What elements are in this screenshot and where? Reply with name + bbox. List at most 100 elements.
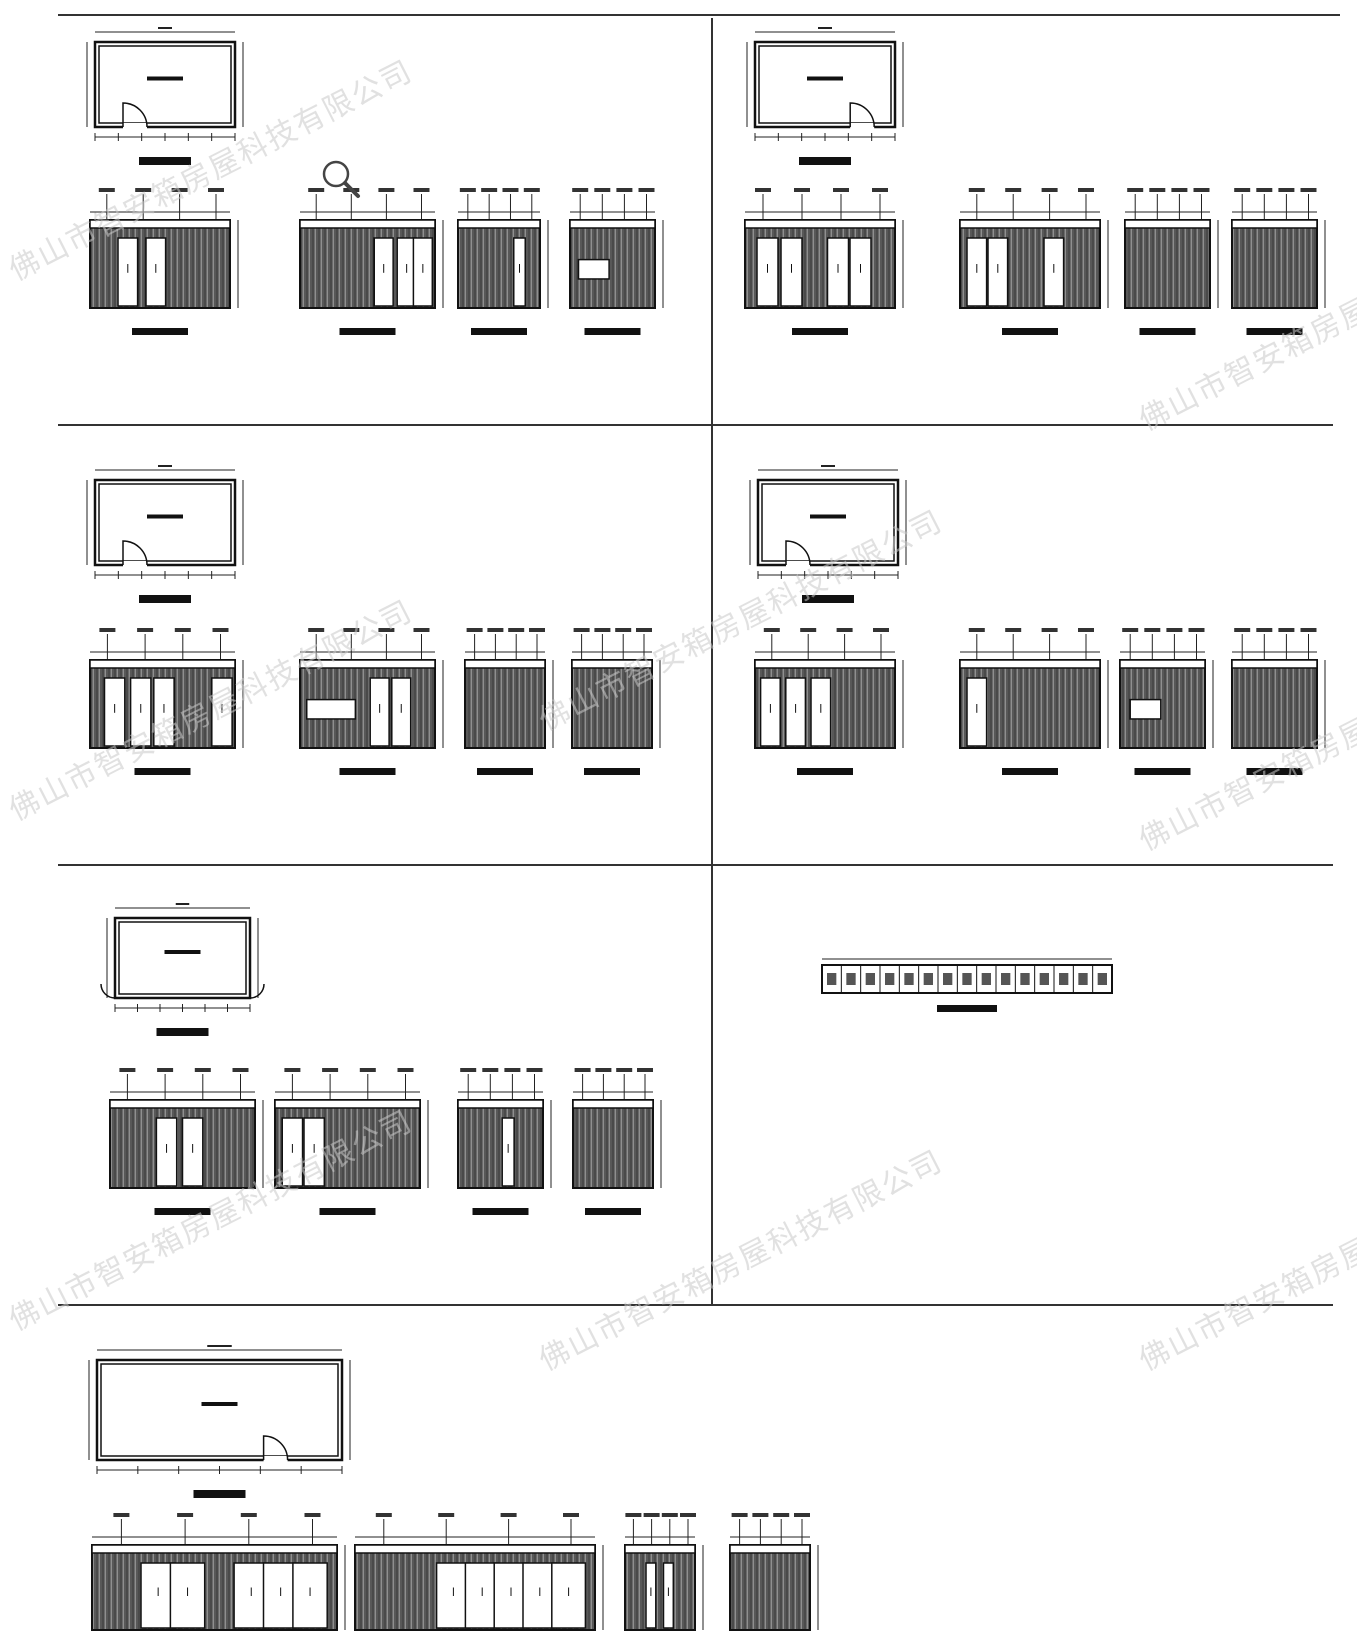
drawing-title-bar bbox=[1246, 328, 1303, 335]
roof-trim bbox=[457, 219, 541, 229]
door-swing bbox=[249, 983, 265, 999]
floor-plan bbox=[746, 27, 904, 165]
drawing-title-bar bbox=[339, 328, 396, 335]
drawing-title-bar bbox=[797, 768, 853, 775]
roof-trim bbox=[959, 659, 1101, 669]
drawing-title-bar bbox=[937, 1005, 997, 1012]
drawing-title-bar bbox=[472, 1208, 529, 1215]
strip-cell bbox=[943, 973, 953, 985]
elevation-view bbox=[1231, 628, 1326, 775]
drawing-title-bar bbox=[193, 1490, 246, 1498]
roof-trim bbox=[571, 659, 653, 669]
drawing-title-bar bbox=[584, 328, 641, 335]
strip-cell bbox=[962, 973, 972, 985]
room-label bbox=[164, 950, 201, 954]
strip-cell bbox=[904, 973, 914, 985]
elevation-view bbox=[354, 1513, 604, 1631]
plan-wall bbox=[93, 40, 237, 129]
wall-cladding bbox=[624, 1544, 696, 1631]
roof-trim bbox=[729, 1544, 811, 1554]
door-swing bbox=[262, 1435, 289, 1461]
roof-trim bbox=[569, 219, 656, 229]
plan-wall bbox=[753, 40, 897, 129]
roof-trim bbox=[354, 1544, 596, 1554]
drawing-title-bar bbox=[1002, 328, 1058, 335]
elevation-view bbox=[91, 1513, 346, 1631]
floor-plan bbox=[100, 903, 265, 1036]
elevation-view bbox=[569, 188, 664, 335]
container-strip bbox=[821, 958, 1113, 1012]
elevation-view bbox=[299, 188, 444, 335]
room-label bbox=[147, 514, 183, 519]
roof-trim bbox=[91, 1544, 338, 1554]
drawing-title-bar bbox=[585, 1208, 641, 1215]
strip-cell bbox=[885, 973, 895, 985]
strip-cell bbox=[1078, 973, 1088, 985]
strip-cell bbox=[827, 973, 837, 985]
elevation-view bbox=[299, 628, 444, 775]
door-swing bbox=[849, 102, 875, 128]
drawing-title-bar bbox=[154, 1208, 211, 1215]
floor-plan bbox=[749, 465, 907, 603]
roof-trim bbox=[1231, 659, 1318, 669]
roof-trim bbox=[754, 659, 896, 669]
wall-cladding bbox=[729, 1544, 811, 1631]
drawing-title-bar bbox=[139, 157, 191, 165]
elevation-view bbox=[109, 1068, 264, 1215]
elevation-view bbox=[89, 628, 244, 775]
roof-trim bbox=[1124, 219, 1211, 229]
drawing-title-bar bbox=[339, 768, 396, 775]
drawing-title-bar bbox=[319, 1208, 376, 1215]
floor-plan bbox=[86, 27, 244, 165]
door-swing bbox=[122, 540, 148, 566]
roof-trim bbox=[299, 219, 436, 229]
roof-trim bbox=[1231, 219, 1318, 229]
elevation-view bbox=[571, 628, 661, 775]
roof-trim bbox=[457, 1099, 544, 1109]
magnifier-icon[interactable] bbox=[320, 158, 362, 200]
plan-wall bbox=[93, 478, 237, 567]
room-label bbox=[807, 76, 843, 81]
roof-trim bbox=[464, 659, 546, 669]
roof-trim bbox=[959, 219, 1101, 229]
drawing-title-bar bbox=[139, 595, 191, 603]
door-swing bbox=[100, 983, 116, 999]
drawing-title-bar bbox=[134, 768, 191, 775]
window-panel bbox=[1129, 698, 1162, 720]
roof-trim bbox=[109, 1099, 256, 1109]
drawing-title-bar bbox=[1002, 768, 1058, 775]
wall-cladding bbox=[1231, 659, 1318, 749]
elevation-view bbox=[1231, 188, 1326, 335]
drawing-title-bar bbox=[1134, 768, 1191, 775]
elevation-view bbox=[1119, 628, 1214, 775]
drawing-title-bar bbox=[802, 595, 854, 603]
roof-trim bbox=[274, 1099, 421, 1109]
wall-cladding bbox=[572, 1099, 654, 1189]
roof-trim bbox=[89, 219, 231, 229]
elevation-view bbox=[959, 628, 1109, 775]
elevation-view bbox=[754, 628, 904, 775]
strip-cell bbox=[1001, 973, 1011, 985]
room-label bbox=[201, 1402, 238, 1406]
drawing-title-bar bbox=[471, 328, 527, 335]
strip-cell bbox=[1039, 973, 1049, 985]
elevation-view bbox=[274, 1068, 429, 1215]
roof-trim bbox=[572, 1099, 654, 1109]
sheet-grid bbox=[58, 14, 1340, 1306]
roof-trim bbox=[624, 1544, 696, 1554]
floor-plan bbox=[88, 1345, 351, 1498]
drawing-title-bar bbox=[132, 328, 188, 335]
elevation-view bbox=[624, 1513, 704, 1631]
wall-cladding bbox=[464, 659, 546, 749]
elevation-view bbox=[729, 1513, 819, 1631]
wall-cladding bbox=[1231, 219, 1318, 309]
strip-cell bbox=[923, 973, 933, 985]
elevation-view bbox=[959, 188, 1109, 335]
door-swing bbox=[122, 102, 148, 128]
drawing-title-bar bbox=[477, 768, 533, 775]
wall-cladding bbox=[571, 659, 653, 749]
strip-cell bbox=[981, 973, 991, 985]
strip-cell bbox=[1020, 973, 1030, 985]
elevation-view bbox=[464, 628, 554, 775]
